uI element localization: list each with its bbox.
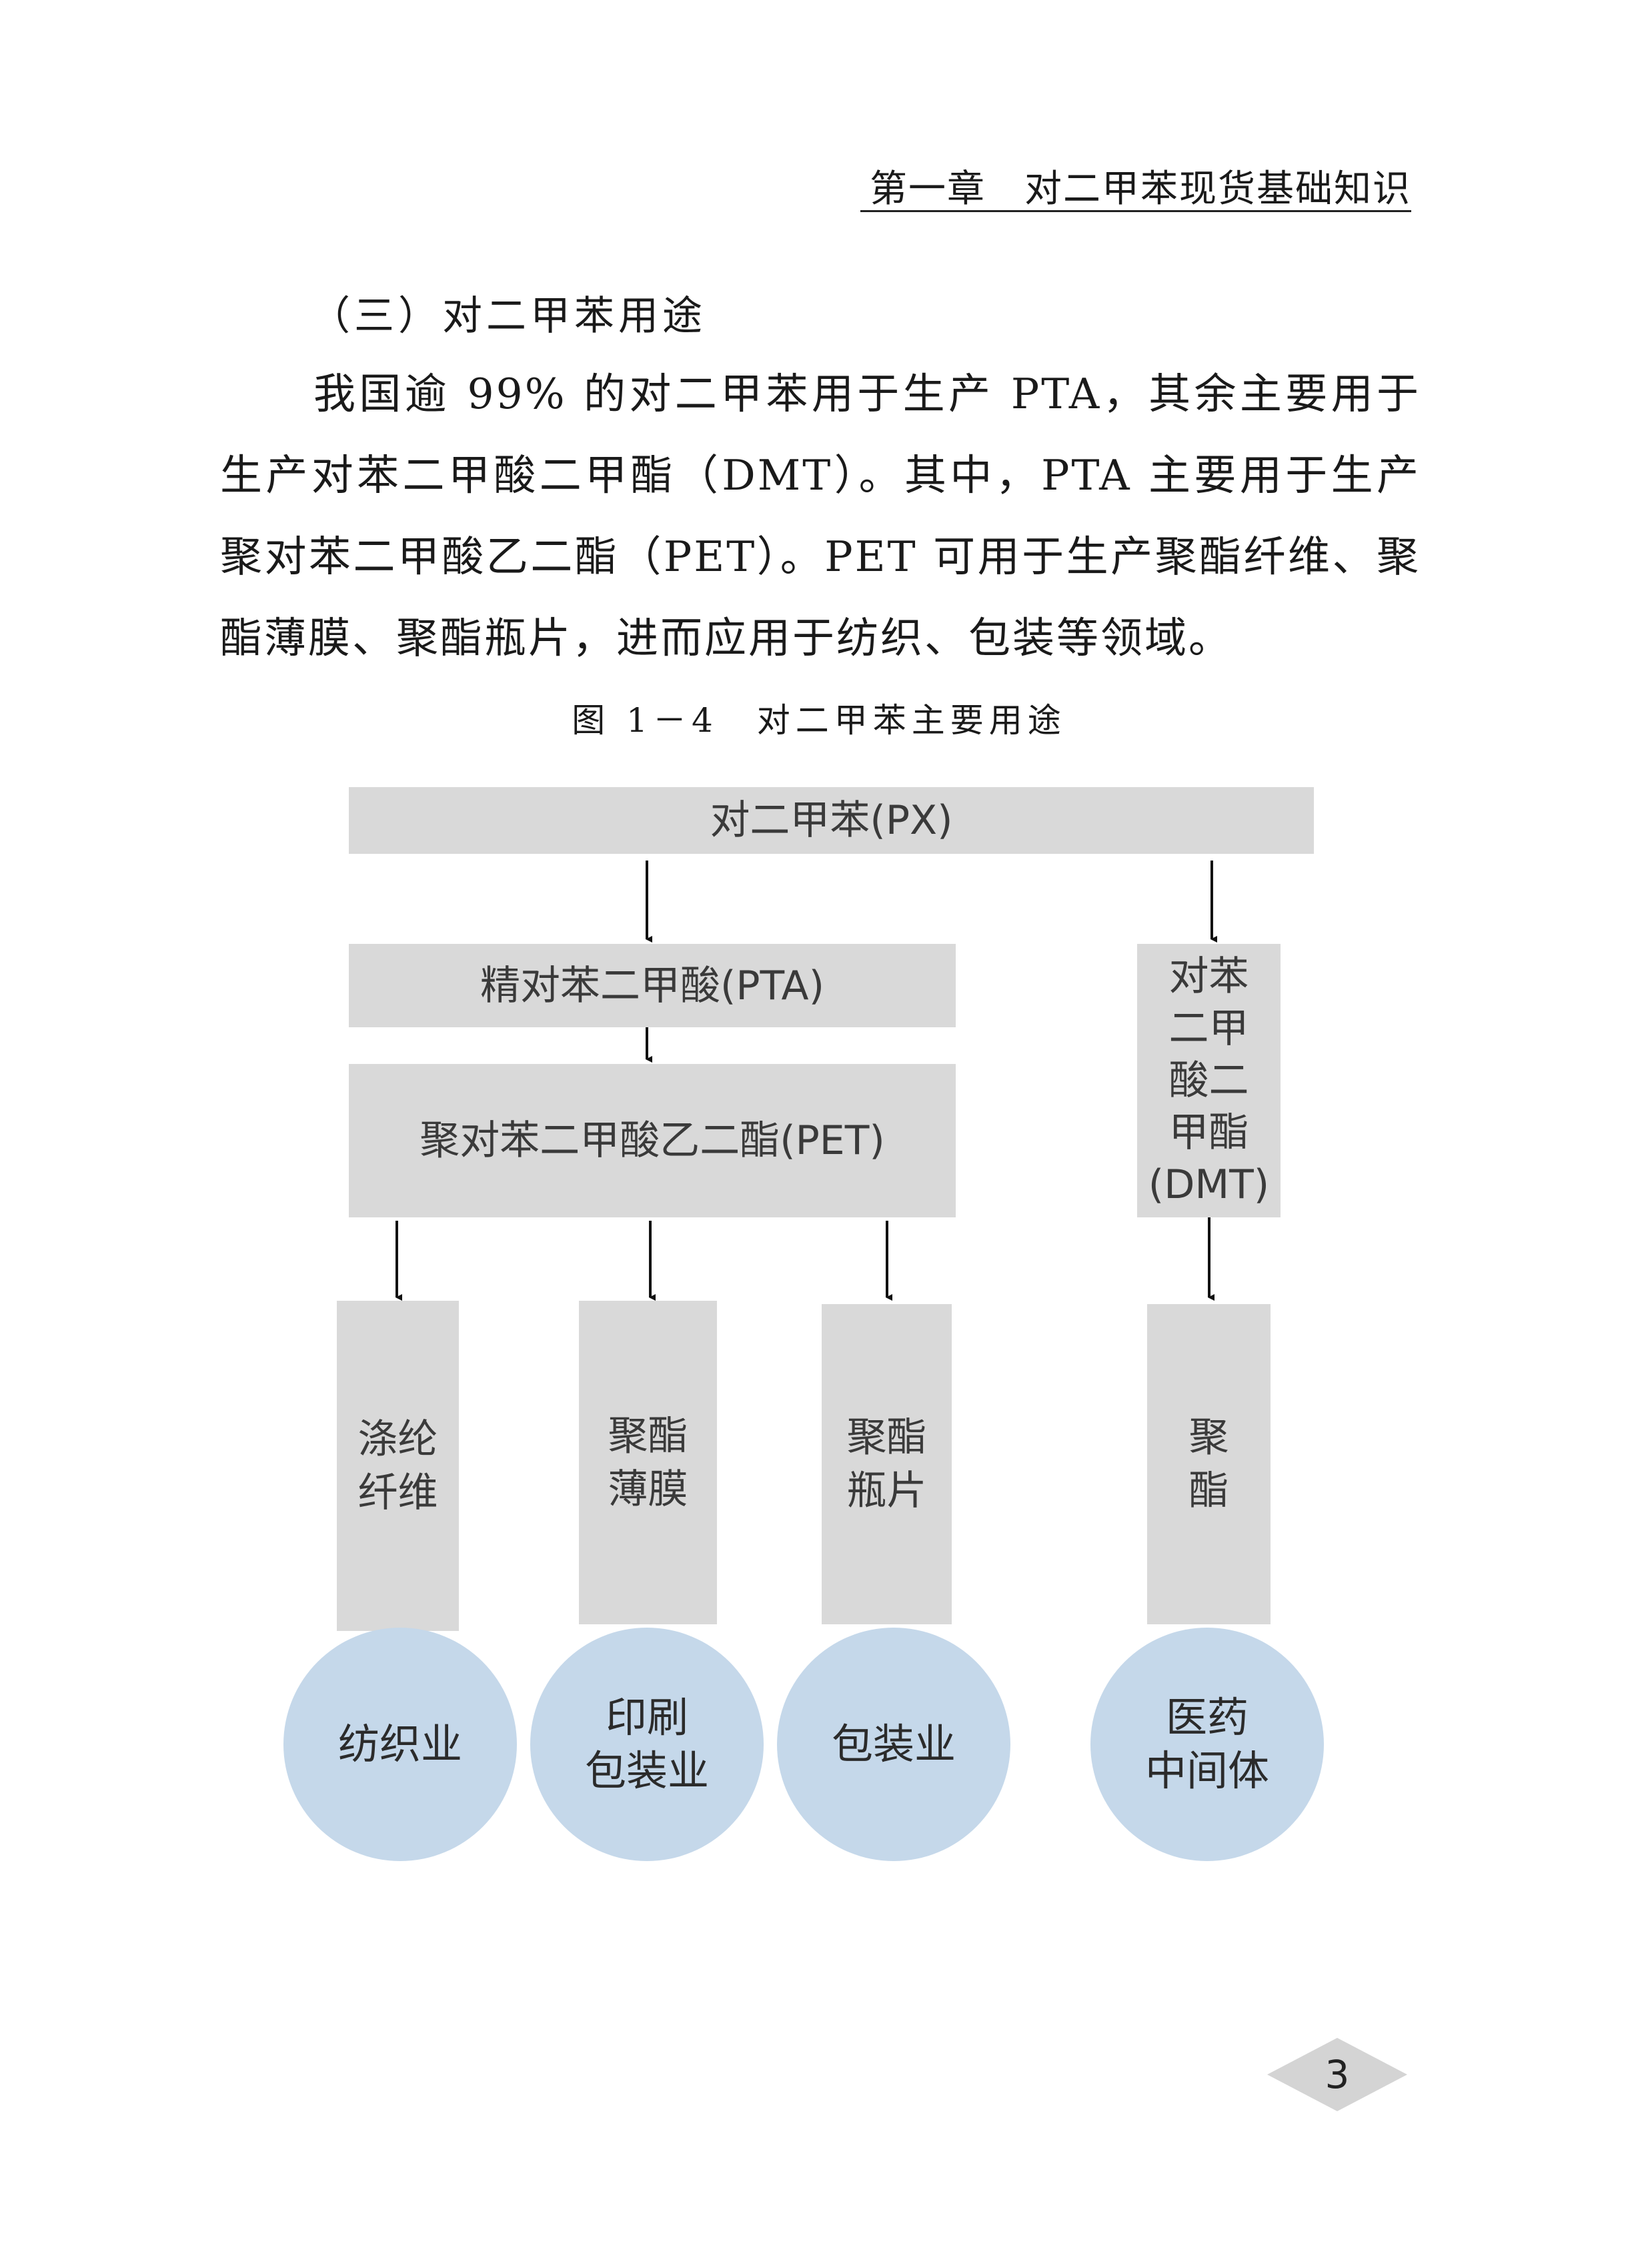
industry-pharma-intermediates: 医药 中间体	[1090, 1628, 1324, 1861]
product-polyester-fiber: 涤纶 纤维	[337, 1301, 459, 1631]
product-polyester-bottle-chip: 聚酯 瓶片	[822, 1304, 952, 1624]
page-number: 3	[1325, 2052, 1350, 2097]
header-rule	[860, 210, 1411, 212]
industry-printing-packaging: 印刷 包装业	[530, 1628, 764, 1861]
figure-caption: 图 1－4 对二甲苯主要用途	[572, 701, 1066, 740]
dmt-box: 对苯 二甲 酸二 甲酯 (DMT)	[1137, 944, 1281, 1217]
industry-packaging: 包装业	[777, 1628, 1010, 1861]
pta-box: 精对苯二甲酸(PTA)	[349, 944, 956, 1027]
chapter-title: 第一章 对二甲苯现货基础知识	[870, 167, 1411, 211]
pet-box: 聚对苯二甲酸乙二酯(PET)	[349, 1064, 956, 1217]
industry-textile: 纺织业	[283, 1628, 517, 1861]
page-number-badge	[1267, 2038, 1407, 2111]
body-paragraph: 我国逾 99% 的对二甲苯用于生产 PTA，其余主要用于生产对苯二甲酸二甲酯（D…	[220, 370, 1421, 662]
product-polyester: 聚 酯	[1147, 1304, 1271, 1624]
px-uses-diagram: 对二甲苯(PX) 精对苯二甲酸(PTA) 聚对苯二甲酸乙二酯(PET) 对苯 二…	[280, 774, 1364, 1874]
px-box: 对二甲苯(PX)	[349, 787, 1314, 854]
section-heading: （三）对二甲苯用途	[310, 293, 706, 340]
product-polyester-film: 聚酯 薄膜	[579, 1301, 717, 1624]
